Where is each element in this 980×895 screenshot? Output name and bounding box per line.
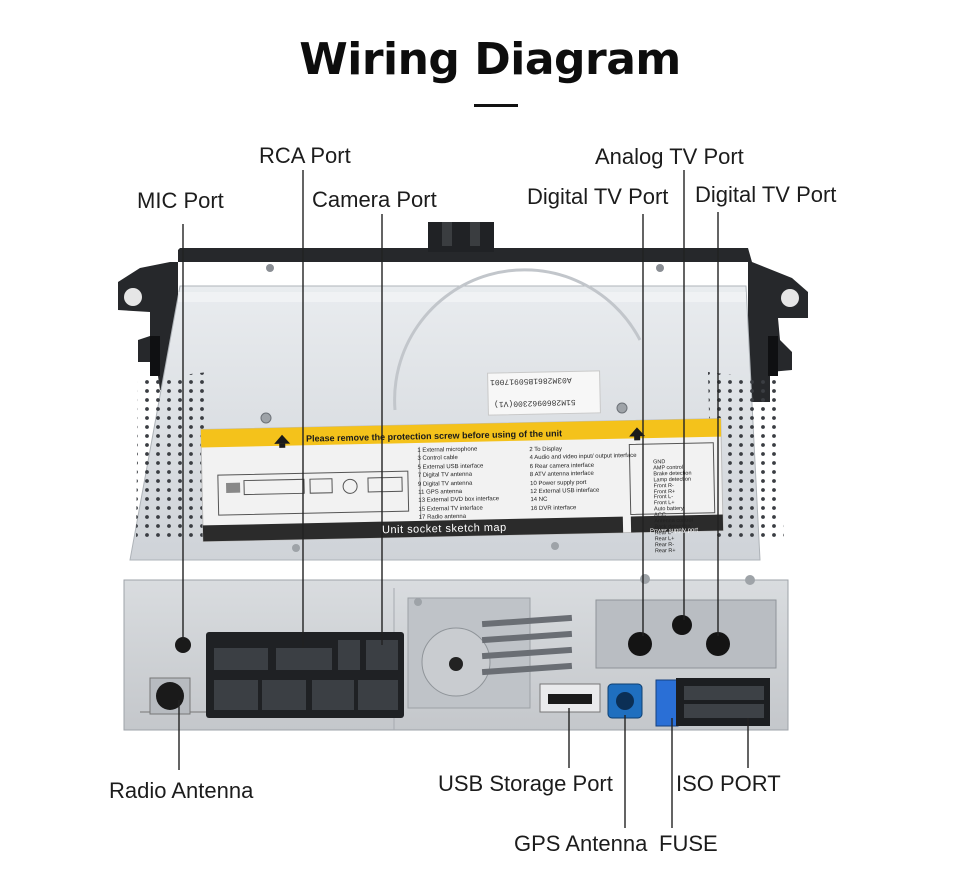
sticker-legend-left: 1 External microphone 3 Control cable 5 …	[417, 445, 499, 522]
callout-digital-tv-port-left: Digital TV Port	[527, 184, 669, 209]
socket-sketch-sticker	[200, 418, 724, 542]
callout-rca-port: RCA Port	[259, 143, 351, 168]
pin-item: Rear R+	[654, 547, 676, 554]
callout-fuse: FUSE	[659, 831, 718, 856]
sticker-legend-right: 2 To Display 4 Audio and video input/ ou…	[529, 444, 637, 513]
page-title: Wiring Diagram	[299, 34, 681, 85]
callout-digital-tv-port-right: Digital TV Port	[695, 182, 837, 207]
callout-analog-tv-port: Analog TV Port	[595, 144, 744, 169]
callout-usb-storage-port: USB Storage Port	[438, 771, 613, 796]
legend-item: 17 Radio antenna	[418, 514, 467, 522]
callout-camera-port: Camera Port	[312, 187, 437, 212]
front-panel	[123, 574, 789, 731]
callout-iso-port: ISO PORT	[676, 771, 781, 796]
sticker-pin-list: GND AMP control Brake detection Lamp det…	[653, 459, 694, 555]
callout-mic-port: MIC Port	[137, 188, 224, 213]
title-underline	[474, 104, 518, 107]
mounting-frame	[118, 222, 808, 402]
callout-gps-antenna: GPS Antenna	[514, 831, 648, 856]
leader-lines	[178, 170, 749, 828]
callout-radio-antenna: Radio Antenna	[109, 778, 254, 803]
